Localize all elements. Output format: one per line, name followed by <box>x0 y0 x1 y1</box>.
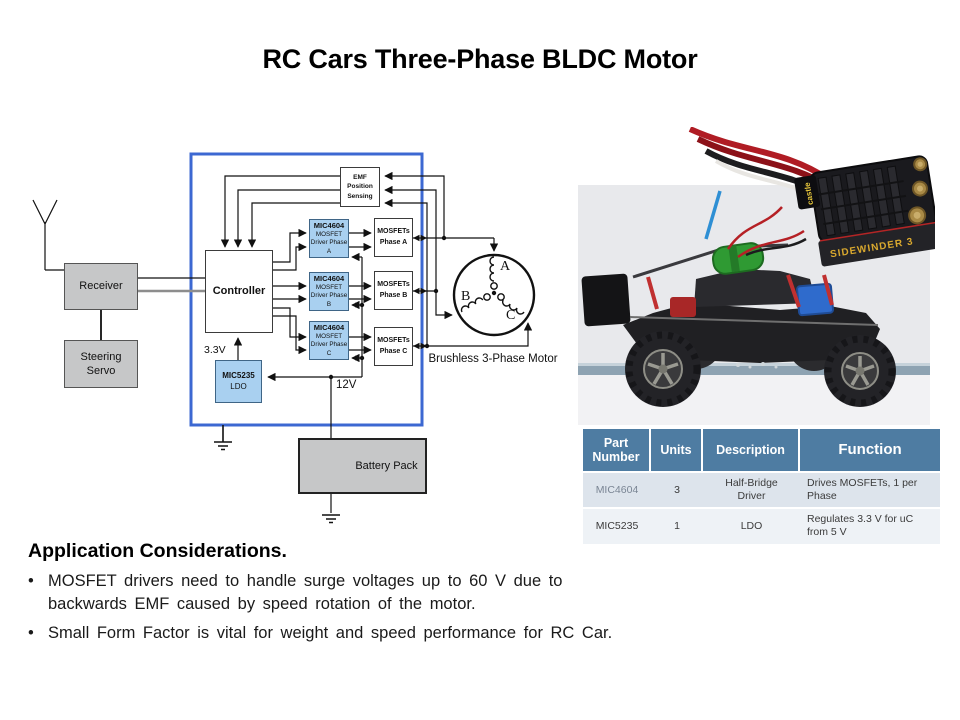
steering-servo-box: Steering Servo <box>64 340 138 388</box>
table-cell-function: Regulates 3.3 V for uC from 5 V <box>800 507 940 544</box>
list-item: Small Form Factor is vital for weight an… <box>28 622 668 645</box>
table-cell-function: Drives MOSFETs, 1 per Phase <box>800 471 940 508</box>
table-cell-description: LDO <box>703 507 800 544</box>
table-cell-part: MIC5235 <box>583 507 651 544</box>
phase-c-label: C <box>506 308 516 323</box>
car-wheel-front <box>625 331 701 407</box>
driver-phase-b-box: MIC4604 MOSFET Driver Phase B <box>309 272 349 311</box>
col-header-function: Function <box>800 429 940 471</box>
col-header-part-number: Part Number <box>583 429 651 471</box>
table-cell-units: 3 <box>651 471 703 508</box>
considerations-heading: Application Considerations. <box>28 540 287 562</box>
ldo-box: MIC5235 LDO <box>215 360 262 403</box>
driver-phase-c-box: MIC4604 MOSFET Driver Phase C <box>309 321 349 360</box>
application-considerations: Application Considerations. MOSFET drive… <box>28 540 668 650</box>
receiver-box: Receiver <box>64 263 138 310</box>
emf-sensing-box: EMF Position Sensing <box>340 167 380 207</box>
car-details <box>646 190 834 317</box>
table-cell-units: 1 <box>651 507 703 544</box>
battery-pack-box: Battery Pack <box>298 438 427 494</box>
controller-box: Controller <box>205 250 273 333</box>
page-title: RC Cars Three-Phase BLDC Motor <box>262 44 698 74</box>
phase-b-label: B <box>461 289 471 304</box>
motor-caption: Brushless 3-Phase Motor <box>428 353 558 365</box>
mosfets-phase-a-box: MOSFETs Phase A <box>374 218 413 257</box>
phase-a-label: A <box>500 259 511 274</box>
parts-table: Part Number Units Description Function M… <box>583 429 940 544</box>
bldc-block-diagram: Receiver Steering Servo Controller EMF P… <box>0 140 575 540</box>
col-header-units: Units <box>651 429 703 471</box>
rail-12v-label: 12V <box>336 379 357 391</box>
motor-windings-icon <box>460 256 525 315</box>
table-cell-part: MIC4604 <box>583 471 651 508</box>
motor-circle <box>452 253 536 337</box>
ground-icon <box>214 425 340 524</box>
mosfets-phase-b-box: MOSFETs Phase B <box>374 271 413 310</box>
list-item: MOSFET drivers need to handle surge volt… <box>28 570 668 617</box>
antenna-icon <box>32 199 64 271</box>
svg-text:castle: castle <box>803 181 816 205</box>
rc-car-photo: castle SIDEWINDER 3 <box>578 126 941 425</box>
driver-phase-a-box: MIC4604 MOSFET Driver Phase A <box>309 219 349 258</box>
car-antenna <box>704 190 722 240</box>
rail-3v3-label: 3.3V <box>204 344 226 356</box>
esc-brand-label <box>794 175 821 210</box>
car-wheel-rear <box>824 335 896 407</box>
mosfets-phase-c-box: MOSFETs Phase C <box>374 327 413 366</box>
col-header-description: Description <box>703 429 800 471</box>
table-cell-description: Half-Bridge Driver <box>703 471 800 508</box>
